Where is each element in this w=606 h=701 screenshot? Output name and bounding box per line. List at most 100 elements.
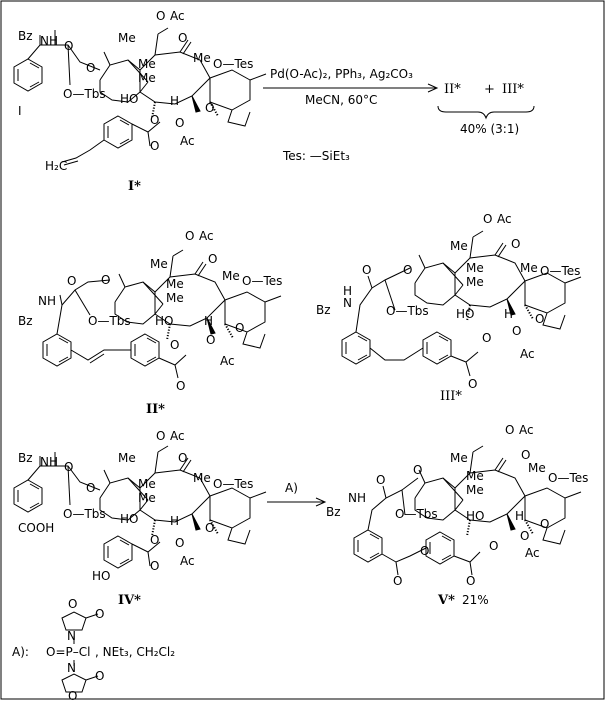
o-label-1g: O <box>205 101 214 115</box>
h-label-4: H <box>170 514 179 528</box>
i-label-1: I <box>18 104 22 118</box>
h-label-1: H <box>170 94 179 108</box>
oac-label-1a: O <box>156 9 165 23</box>
me-label-4c: Me <box>138 491 156 505</box>
ho-label-4a: HO <box>120 512 138 526</box>
nh-label-2: NH <box>38 294 56 308</box>
ho-label-2: HO <box>155 314 173 328</box>
me-label-3d: Me <box>466 275 484 289</box>
compound-I: Bz NH O O O—Tbs I Me Me Me Me O Ac O O—T… <box>13 9 267 194</box>
o-label-4f: O <box>175 536 184 550</box>
ho-label-5: HO <box>466 509 484 523</box>
o-label-5c: O <box>413 463 422 477</box>
me-label-3c: Me <box>466 261 484 275</box>
me-label-1a: Me <box>118 31 136 45</box>
o-label-4h: O <box>205 521 214 535</box>
o-label-5j: O <box>466 574 475 588</box>
o-label-5d: O <box>376 473 385 487</box>
nh-label-4: NH <box>40 455 58 469</box>
compound-V-label: V* <box>437 593 455 608</box>
compound-V-yield: 21% <box>462 593 489 607</box>
me-label-2a: Me <box>150 257 168 271</box>
ac-label-4b: Ac <box>180 554 195 568</box>
h-label-5: H <box>515 509 524 523</box>
o-label-4b: O <box>86 481 95 495</box>
product-brace <box>437 105 535 120</box>
o-label-3f: O <box>482 331 491 345</box>
o-label-4g: O <box>150 559 159 573</box>
reaction-2-arrow-label: A) <box>285 481 298 495</box>
compound-III: Me O Ac O Me O—Tes Me Me O O N H Bz O—Tb… <box>316 212 582 404</box>
me-label-4d: Me <box>193 471 211 485</box>
o-label-3g: O <box>512 324 521 338</box>
bz-label-1: Bz <box>18 29 33 43</box>
o-label-4a: O <box>64 460 73 474</box>
me-label-3b: Me <box>520 261 538 275</box>
h2c-label-1: H₂C <box>45 159 67 173</box>
ho-label-3: HO <box>456 307 474 321</box>
otbs-label-2: O—Tbs <box>88 314 131 328</box>
compound-II-label: II* <box>146 402 165 417</box>
h-label-2: H <box>204 314 213 328</box>
bz-label-5: Bz <box>326 505 341 519</box>
compound-V: Me O Ac O Me O—Tes Me Me O O NH Bz O—Tbs… <box>326 423 588 608</box>
o-label-5g: O <box>489 539 498 553</box>
o-label-1d: O <box>150 113 159 127</box>
o-label-4e: O <box>150 533 159 547</box>
me-label-1d: Me <box>193 51 211 65</box>
o-label-2c: O <box>101 273 110 287</box>
plus-sign: + <box>484 82 495 97</box>
compound-III-label: III* <box>440 389 462 404</box>
reaction-1-yield: 40% (3:1) <box>460 122 519 136</box>
o-label-4d: O <box>178 451 187 465</box>
ho-label-1: HO <box>120 92 138 106</box>
bz-label-4: Bz <box>18 451 33 465</box>
n-label-3: N <box>343 296 352 310</box>
me-label-3a: Me <box>450 239 468 253</box>
o-label-3e: O <box>535 312 544 326</box>
otbs-label-1: O—Tbs <box>63 87 106 101</box>
bz-label-2: Bz <box>18 314 33 328</box>
o-label-2f: O <box>170 338 179 352</box>
otes-label-4: O—Tes <box>213 477 253 491</box>
reagent-A-top-o: O <box>68 597 77 611</box>
me-label-5a: Me <box>450 451 468 465</box>
ac-label-2a: Ac <box>199 229 214 243</box>
o-label-2a: O <box>185 229 194 243</box>
o-label-2e: O <box>235 321 244 335</box>
otes-label-5: O—Tes <box>548 471 588 485</box>
o-label-3d: O <box>362 263 371 277</box>
cooh-label-4: COOH <box>18 521 54 535</box>
reagent-A-top-carbonyl-o: O <box>95 607 104 621</box>
o-label-2h: O <box>176 379 185 393</box>
otbs-label-4: O—Tbs <box>63 507 106 521</box>
h-label-3a: H <box>343 284 352 298</box>
ac-label-3b: Ac <box>520 347 535 361</box>
product-II-label-r1: II* <box>444 82 461 97</box>
otbs-label-3: O—Tbs <box>386 304 429 318</box>
compound-II: Me O Ac O Me O—Tes Me Me O O NH Bz O—Tbs… <box>18 229 282 417</box>
otbs-label-5: O—Tbs <box>395 507 438 521</box>
o-label-3a: O <box>483 212 492 226</box>
o-label-1f: O <box>150 139 159 153</box>
otes-label-3: O—Tes <box>540 264 580 278</box>
reagent-A-extra: , NEt₃, CH₂Cl₂ <box>95 645 175 659</box>
ac-label-5a: Ac <box>519 423 534 437</box>
reagent-A-bottom-o: O <box>68 689 77 701</box>
ac-label-4a: Ac <box>170 429 185 443</box>
o-label-3h: O <box>468 377 477 391</box>
me-label-1b: Me <box>138 57 156 71</box>
reaction-1-conditions-top: Pd(O-Ac)₂, PPh₃, Ag₂CO₃ <box>270 67 413 81</box>
compound-I-label: I* <box>128 179 141 194</box>
reaction-1-arrow <box>263 83 439 93</box>
o-label-5h: O <box>520 529 529 543</box>
ho-label-4b: HO <box>92 569 110 583</box>
o-label-5i: O <box>393 574 402 588</box>
bz-label-3: Bz <box>316 303 331 317</box>
o-label-5b: O <box>521 448 530 462</box>
o-label-1b: O <box>86 61 95 75</box>
tes-definition: Tes: —SiEt₃ <box>282 149 350 163</box>
otes-label-1: O—Tes <box>213 57 253 71</box>
ac-label-2b: Ac <box>220 354 235 368</box>
